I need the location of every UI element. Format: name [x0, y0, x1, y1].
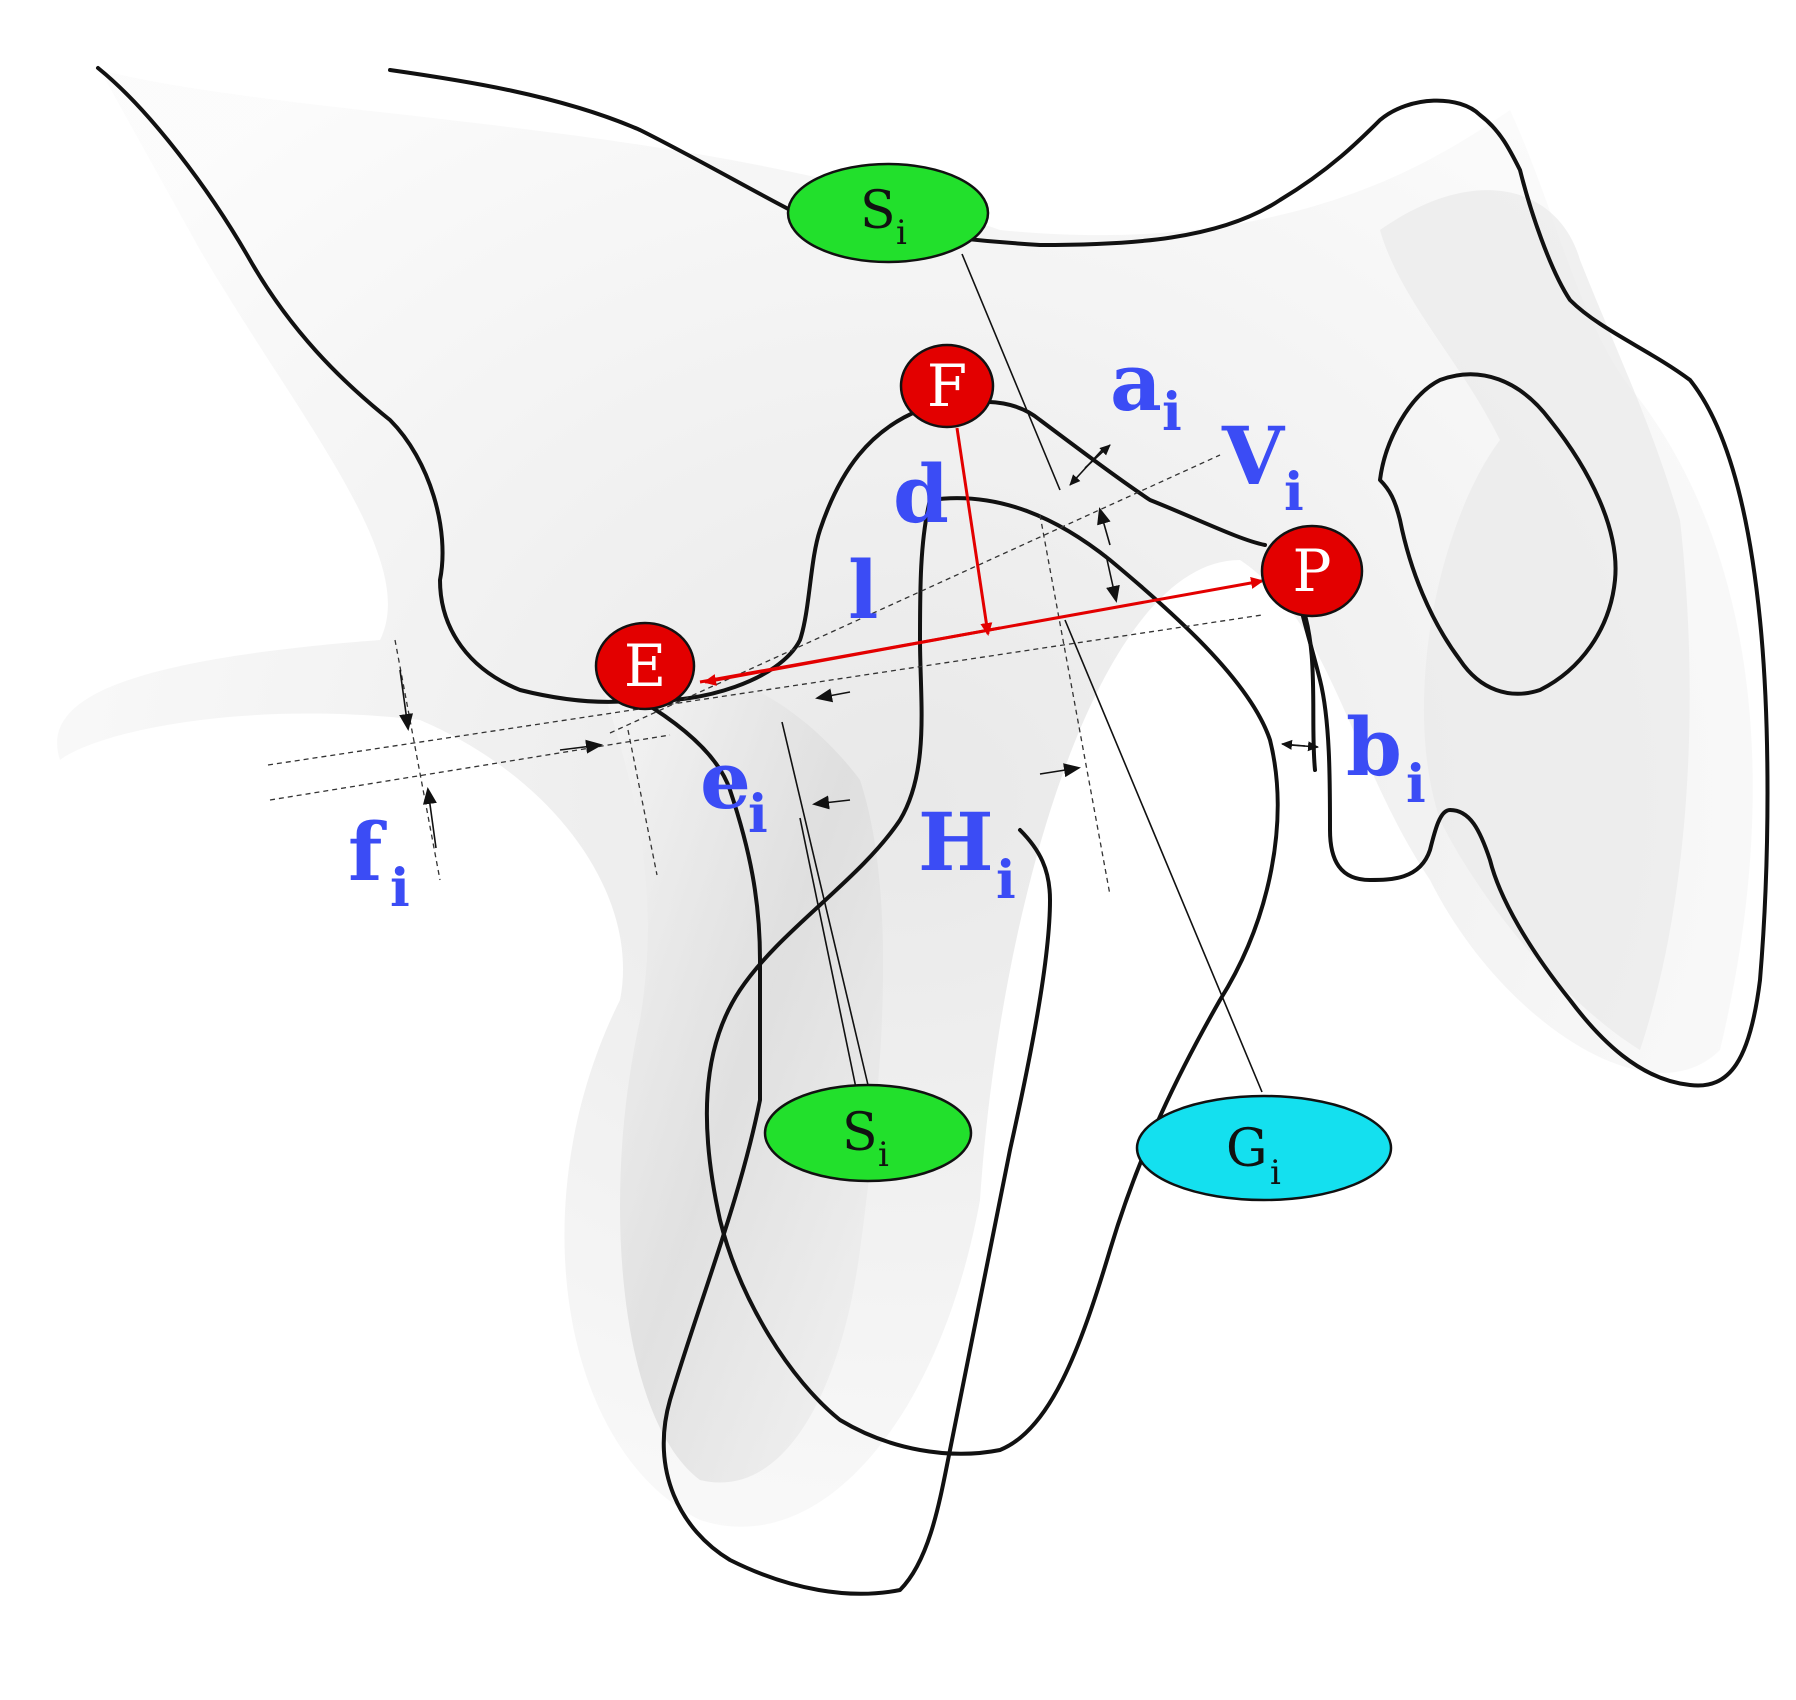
line-s-top-to-v — [961, 253, 1061, 491]
dashed-vertical-b — [627, 729, 658, 876]
dashed-vertical-c — [394, 639, 441, 881]
body-outlines — [96, 66, 1770, 1596]
point-f-label: F — [927, 352, 967, 420]
dashed-mid — [267, 614, 1263, 766]
arrow-e-right — [559, 739, 603, 754]
line-v-to-g — [1064, 619, 1263, 1093]
point-p: P — [1260, 524, 1364, 618]
arrow-a-rev — [1084, 444, 1111, 469]
arrow-f-down — [399, 669, 414, 731]
label-e-sub: i — [748, 784, 768, 845]
label-h-main: H — [918, 795, 994, 889]
label-f-sub: i — [390, 858, 410, 919]
arrow-b-rev — [1281, 739, 1306, 750]
label-e-main: e — [700, 733, 751, 827]
ellipse-s-top: S i — [786, 162, 990, 264]
point-p-label: P — [1292, 537, 1331, 605]
ellipse-g-main: G — [1226, 1119, 1268, 1179]
right-hole — [1378, 372, 1618, 696]
ellipse-g: G i — [1135, 1094, 1393, 1202]
surface-shading — [57, 70, 1753, 1527]
arrow-h-right — [1039, 763, 1081, 778]
point-f: F — [899, 343, 995, 429]
ellipse-s-bottom: S i — [763, 1083, 973, 1183]
ellipse-s-bottom-sub: i — [878, 1135, 889, 1175]
arrow-v-down — [1105, 554, 1120, 603]
point-e-label: E — [624, 632, 666, 700]
label-a-main: a — [1110, 335, 1162, 429]
blue-labels: d l a i V i b i e i H i f i — [348, 335, 1426, 919]
construction-lines — [267, 253, 1263, 1093]
label-f-main: f — [348, 805, 387, 899]
arrow-e-left — [815, 688, 851, 703]
lower-link-b — [704, 496, 1280, 1456]
top-contour — [388, 68, 1770, 1088]
lower-link-a — [638, 698, 1052, 1596]
inner-channel — [1298, 598, 1317, 772]
label-d: d — [893, 447, 949, 541]
line-s-bottom-a — [781, 721, 869, 1086]
line-s-bottom-b — [799, 817, 857, 1089]
dashed-top — [609, 454, 1221, 734]
dimension-arrows — [399, 444, 1319, 849]
label-a-sub: i — [1162, 382, 1182, 443]
ellipse-s-bottom-main: S — [842, 1103, 878, 1163]
point-e: E — [594, 621, 696, 711]
label-l: l — [848, 543, 878, 637]
arrow-v-up — [1097, 507, 1111, 546]
ellipse-s-top-main: S — [860, 181, 896, 241]
label-v-main: V — [1221, 409, 1286, 503]
dashed-low — [269, 734, 671, 801]
ellipse-g-sub: i — [1270, 1153, 1281, 1193]
vector-d — [955, 427, 993, 636]
arrow-h-left — [812, 795, 851, 810]
arrow-f-up — [422, 787, 437, 849]
ellipse-s-top-sub: i — [896, 213, 907, 253]
upper-contour — [96, 66, 642, 704]
label-h-sub: i — [996, 850, 1016, 911]
dashed-vertical-a — [1039, 514, 1111, 896]
label-v-sub: i — [1284, 462, 1304, 523]
red-vectors — [699, 427, 1264, 686]
vector-l-to-e — [703, 626, 1001, 686]
label-b-main: b — [1346, 700, 1402, 794]
label-b-sub: i — [1406, 754, 1426, 815]
